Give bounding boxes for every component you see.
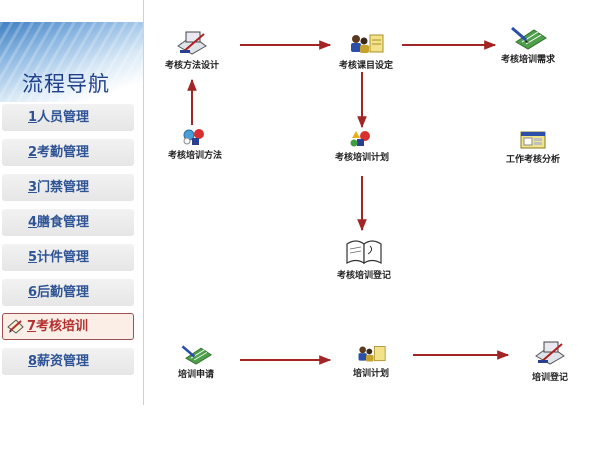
node-training-plan[interactable]: 考核培训计划 [307,130,417,163]
node-register[interactable]: 培训登记 [495,338,600,383]
sidebar-title: 流程导航 [22,72,110,96]
monitor-pencil-icon [177,31,207,55]
nav-item-attendance[interactable]: 2考勤管理 [2,139,134,166]
nav-item-piecework[interactable]: 5计件管理 [2,244,134,271]
node-apply[interactable]: 培训申请 [141,343,251,380]
node-training-demand[interactable]: 考核培训需求 [473,24,583,65]
nav-item-personnel[interactable]: 1人员管理 [2,104,134,131]
nav-item-meals[interactable]: 4膳食管理 [2,209,134,236]
open-book-icon [346,240,382,265]
node-course-setup[interactable]: 考核课目设定 [311,32,421,71]
nav-item-assessment-training[interactable]: 7考核培训 [2,313,134,340]
people-scroll-icon [358,346,386,362]
monitor-pencil-icon [535,341,565,365]
node-job-analysis[interactable]: 工作考核分析 [478,130,588,165]
node-method-design[interactable]: 考核方法设计 [137,30,247,71]
node-training-method[interactable]: 考核培训方法 [140,128,250,161]
sidebar-banner [0,22,143,102]
nav-item-access-control[interactable]: 3门禁管理 [2,174,134,201]
node-plan[interactable]: 培训计划 [316,344,426,379]
shapes-icon [183,129,204,145]
computer-window-icon [520,131,546,149]
shapes-icon [350,131,370,147]
people-scroll-icon [351,34,384,53]
pencil-icon [7,319,24,334]
pen-notes-icon [511,26,547,50]
nav-item-logistics[interactable]: 6后勤管理 [2,279,134,306]
sidebar: 流程导航 1人员管理 2考勤管理 3门禁管理 4膳食管理 5计件管理 6后勤管理… [0,0,144,405]
pen-notes-icon [181,345,213,365]
node-training-register[interactable]: 考核培训登记 [309,236,419,281]
nav-item-payroll[interactable]: 8薪资管理 [2,348,134,375]
